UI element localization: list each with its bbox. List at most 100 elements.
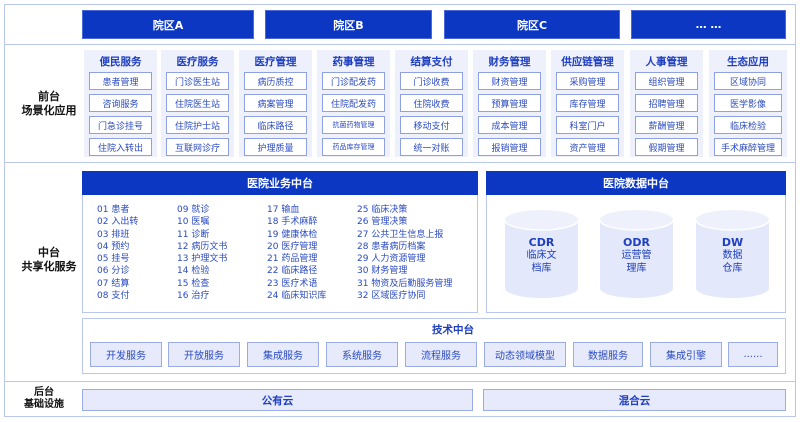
business-item[interactable]: 14 检验: [177, 266, 210, 277]
app-item[interactable]: 住院收费: [400, 94, 463, 112]
cdr-store[interactable]: CDR 临床文 档库: [505, 210, 578, 298]
campus-more[interactable]: … …: [631, 10, 786, 39]
business-item[interactable]: 29 人力资源管理: [357, 254, 426, 265]
tech-platform-title: 技术中台: [432, 324, 474, 336]
service-dev[interactable]: 开发服务: [90, 342, 162, 367]
app-item[interactable]: 咨询服务: [89, 94, 152, 112]
store-name-line1: 运营管: [621, 250, 652, 261]
odr-store[interactable]: ODR 运营管 理库: [600, 210, 673, 298]
business-item[interactable]: 25 临床决策: [357, 205, 408, 215]
app-item[interactable]: 医学影像: [714, 94, 782, 112]
app-item[interactable]: 病案管理: [244, 94, 307, 112]
business-item[interactable]: 10 医嘱: [177, 217, 210, 228]
app-item[interactable]: 住院医生站: [166, 94, 229, 112]
app-item[interactable]: 病历质控: [244, 72, 307, 90]
column-title: 生态应用: [727, 55, 769, 68]
app-item[interactable]: 组织管理: [635, 72, 698, 90]
business-item[interactable]: 07 结算: [97, 278, 130, 289]
app-item[interactable]: 财资管理: [478, 72, 541, 90]
front-column-supply-chain: 供应链管理 采购管理 库存管理 科室门户 资产管理: [551, 50, 624, 157]
app-item[interactable]: 资产管理: [556, 138, 619, 156]
business-item[interactable]: 31 物资及后勤服务管理: [357, 278, 453, 289]
app-item[interactable]: 区域协同: [714, 72, 782, 90]
front-column-finance: 财务管理 财资管理 预算管理 成本管理 报销管理: [473, 50, 546, 157]
service-domain-model[interactable]: 动态领域模型: [484, 342, 566, 367]
app-item[interactable]: 采购管理: [556, 72, 619, 90]
business-item[interactable]: 21 药品管理: [267, 254, 318, 265]
app-item[interactable]: 临床检验: [714, 116, 782, 134]
business-item[interactable]: 08 支付: [97, 291, 130, 302]
public-cloud[interactable]: 公有云: [82, 389, 473, 411]
business-item[interactable]: 18 手术麻醉: [267, 217, 318, 228]
business-item[interactable]: 16 治疗: [177, 291, 210, 302]
service-integration[interactable]: 集成服务: [247, 342, 319, 367]
business-item[interactable]: 01 患者: [97, 205, 130, 215]
service-integration-engine[interactable]: 集成引擎: [650, 342, 722, 367]
app-item[interactable]: 招聘管理: [635, 94, 698, 112]
front-column-medical-management: 医疗管理 病历质控 病案管理 临床路径 护理质量: [239, 50, 312, 157]
app-item[interactable]: 报销管理: [478, 138, 541, 156]
business-item[interactable]: 19 健康体检: [267, 229, 318, 240]
database-cylinder-icon: [696, 210, 769, 298]
campus-c[interactable]: 院区C: [444, 10, 620, 39]
campus-a[interactable]: 院区A: [82, 10, 254, 39]
campus-b[interactable]: 院区B: [265, 10, 432, 39]
app-item[interactable]: 护理质量: [244, 138, 307, 156]
app-item[interactable]: 手术麻醉管理: [714, 138, 782, 156]
app-item[interactable]: 互联网诊疗: [166, 138, 229, 156]
business-item[interactable]: 02 入出转: [97, 217, 139, 228]
app-item[interactable]: 成本管理: [478, 116, 541, 134]
business-item[interactable]: 11 诊断: [177, 229, 210, 240]
business-item[interactable]: 26 管理决策: [357, 217, 408, 228]
app-item[interactable]: 门诊医生站: [166, 72, 229, 90]
app-item[interactable]: 临床路径: [244, 116, 307, 134]
app-item[interactable]: 患者管理: [89, 72, 152, 90]
service-open[interactable]: 开放服务: [168, 342, 240, 367]
app-item[interactable]: 门急诊挂号: [89, 116, 152, 134]
front-layer-label-line1: 前台: [38, 89, 60, 103]
front-column-convenience: 便民服务 患者管理 咨询服务 门急诊挂号 住院入转出: [84, 50, 157, 157]
business-item[interactable]: 28 患者病历档案: [357, 241, 426, 252]
app-item[interactable]: 移动支付: [400, 116, 463, 134]
business-item[interactable]: 27 公共卫生信息上报: [357, 229, 444, 240]
app-item[interactable]: 住院入转出: [89, 138, 152, 156]
business-item[interactable]: 32 区域医疗协同: [357, 291, 426, 302]
business-item[interactable]: 09 就诊: [177, 205, 210, 215]
app-item[interactable]: 住院护士站: [166, 116, 229, 134]
middle-layer-label-line2: 共享化服务: [21, 260, 77, 273]
hybrid-cloud[interactable]: 混合云: [483, 389, 786, 411]
business-item[interactable]: 23 医疗术语: [267, 278, 318, 289]
app-item[interactable]: 假期管理: [635, 138, 698, 156]
app-item[interactable]: 薪酬管理: [635, 116, 698, 134]
business-item[interactable]: 24 临床知识库: [267, 291, 327, 302]
app-item[interactable]: 抗菌药物管理: [322, 116, 385, 134]
app-item[interactable]: 库存管理: [556, 94, 619, 112]
service-data[interactable]: 数据服务: [573, 342, 643, 367]
service-more[interactable]: ......: [728, 342, 778, 367]
app-item[interactable]: 住院配发药: [322, 94, 385, 112]
business-item[interactable]: 22 临床路径: [267, 266, 318, 277]
service-system[interactable]: 系统服务: [326, 342, 398, 367]
service-workflow[interactable]: 流程服务: [405, 342, 477, 367]
business-item[interactable]: 15 检查: [177, 278, 210, 289]
app-item[interactable]: 预算管理: [478, 94, 541, 112]
app-item[interactable]: 科室门户: [556, 116, 619, 134]
business-item[interactable]: 06 分诊: [97, 266, 130, 277]
business-item[interactable]: 17 输血: [267, 205, 300, 215]
business-item[interactable]: 05 挂号: [97, 254, 130, 265]
business-item[interactable]: 30 财务管理: [357, 266, 408, 277]
column-title: 医疗管理: [254, 55, 297, 68]
business-item[interactable]: 03 排班: [97, 229, 130, 240]
business-item[interactable]: 13 护理文书: [177, 254, 228, 265]
app-item[interactable]: 门诊收费: [400, 72, 463, 90]
front-layer-label: 前台 场景化应用: [14, 50, 84, 157]
business-item[interactable]: 12 病历文书: [177, 241, 228, 252]
dw-store[interactable]: DW 数据 仓库: [696, 210, 769, 298]
business-item[interactable]: 04 预约: [97, 241, 130, 252]
app-item[interactable]: 统一对账: [400, 138, 463, 156]
business-item[interactable]: 20 医疗管理: [267, 241, 318, 252]
app-item[interactable]: 药品库存管理: [322, 138, 385, 156]
front-column-payment: 结算支付 门诊收费 住院收费 移动支付 统一对账: [395, 50, 468, 157]
store-code: DW: [721, 236, 744, 249]
app-item[interactable]: 门诊配发药: [322, 72, 385, 90]
